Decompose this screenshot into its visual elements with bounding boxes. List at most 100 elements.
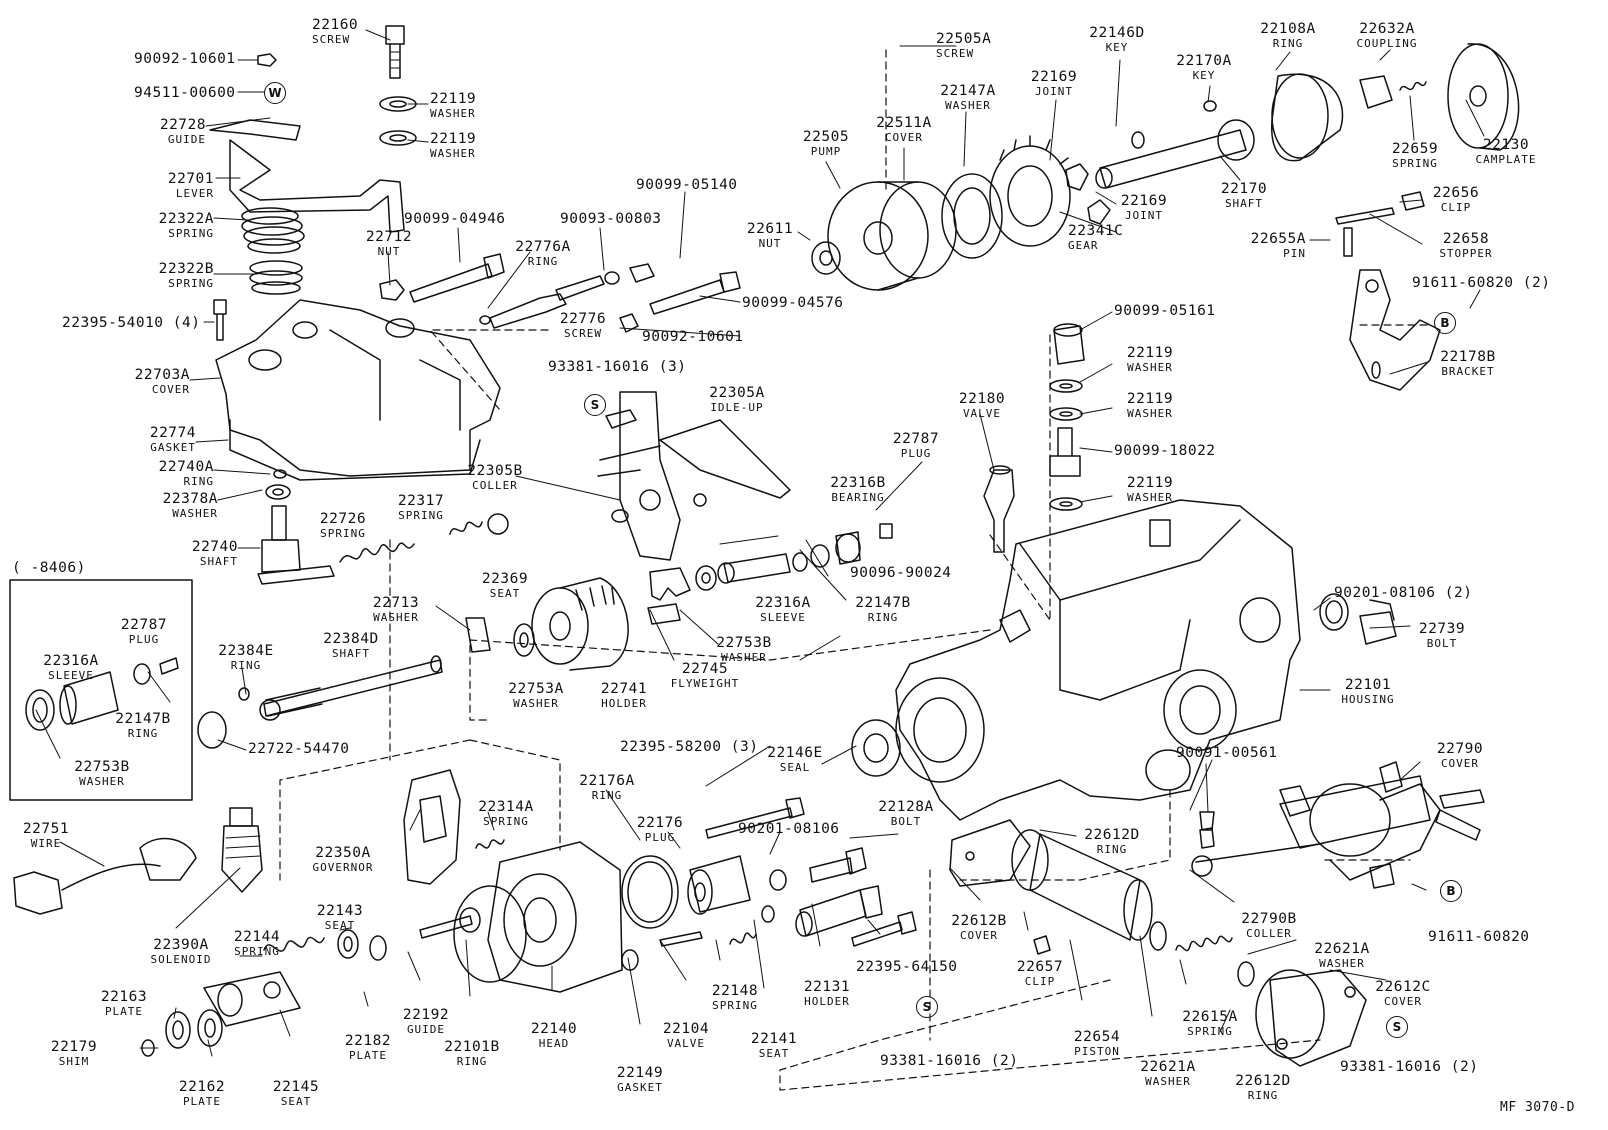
part-callout: 93381-16016 (2) <box>1340 1059 1479 1075</box>
symbol-w-icon: W <box>264 82 286 104</box>
part-callout: 90092-10601 <box>134 51 236 67</box>
part-callout: 90201-08106 <box>738 821 840 837</box>
symbol-b-icon: B <box>1440 880 1462 902</box>
parts-artwork <box>13 25 1520 1067</box>
symbol-b-icon: B <box>1434 312 1456 334</box>
symbol-s-icon: S <box>1386 1016 1408 1038</box>
symbol-s-icon: S <box>584 394 606 416</box>
part-callout: 90099-05140 <box>636 177 738 193</box>
inset-label: ( -8406) <box>12 560 86 576</box>
part-callout: 93381-16016 (2) <box>880 1053 1019 1069</box>
footer-code: MF 3070-D <box>1500 1100 1575 1115</box>
part-callout: 90092-10601 <box>642 329 744 345</box>
inset-frame <box>9 579 193 801</box>
part-callout: 90093-00803 <box>560 211 662 227</box>
part-callout: 90099-18022 <box>1114 443 1216 459</box>
part-callout: 22395-58200 (3) <box>620 739 759 755</box>
part-callout: 94511-00600 <box>134 85 236 101</box>
part-callout: 91611-60820 (2) <box>1412 275 1551 291</box>
part-callout: 90091-00561 <box>1176 745 1278 761</box>
part-callout: 90099-05161 <box>1114 303 1216 319</box>
part-callout: 90096-90024 <box>850 565 952 581</box>
part-callout: 93381-16016 (3) <box>548 359 687 375</box>
part-callout: 90099-04946 <box>404 211 506 227</box>
